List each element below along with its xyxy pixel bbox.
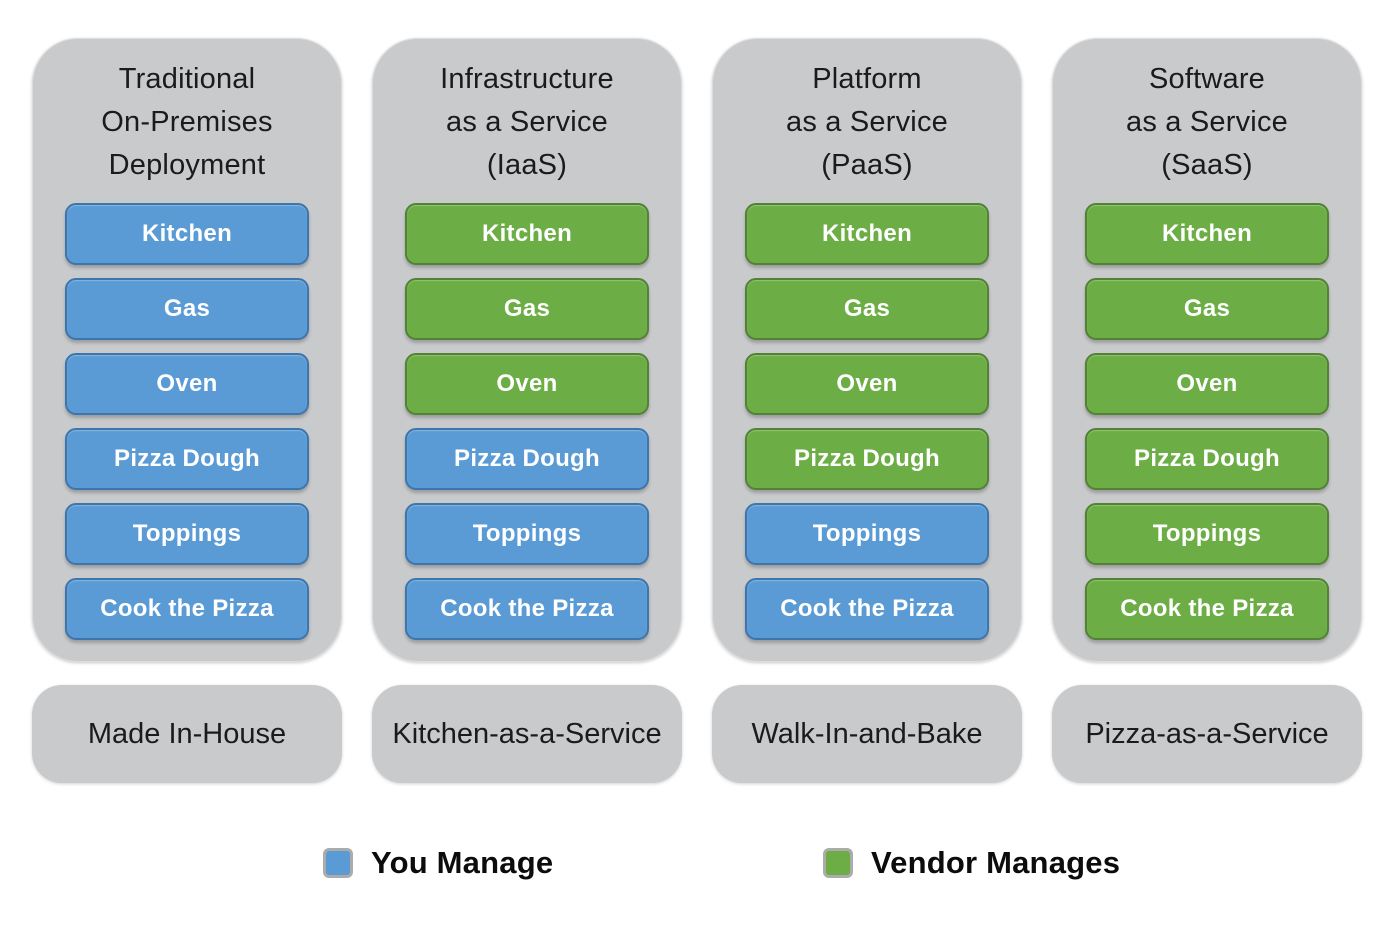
footer-walk-in-and-bake: Walk-In-and-Bake bbox=[712, 685, 1022, 783]
legend-you-manage: You Manage bbox=[323, 845, 553, 881]
column-saas: Software as a Service (SaaS) Kitchen Gas… bbox=[1052, 38, 1362, 783]
item-gas: Gas bbox=[1085, 278, 1329, 340]
item-oven: Oven bbox=[1085, 353, 1329, 415]
item-kitchen: Kitchen bbox=[1085, 203, 1329, 265]
item-cook-the-pizza: Cook the Pizza bbox=[1085, 578, 1329, 640]
item-pizza-dough: Pizza Dough bbox=[745, 428, 989, 490]
legend-vendor-manages: Vendor Manages bbox=[823, 845, 1120, 881]
you-manage-color-swatch bbox=[323, 848, 353, 878]
vendor-manages-color-swatch bbox=[823, 848, 853, 878]
item-pizza-dough: Pizza Dough bbox=[405, 428, 649, 490]
item-pizza-dough: Pizza Dough bbox=[65, 428, 309, 490]
panel-paas: Platform as a Service (PaaS) Kitchen Gas… bbox=[712, 38, 1022, 662]
pizza-as-a-service-diagram: Traditional On-Premises Deployment Kitch… bbox=[32, 38, 1362, 783]
panel-iaas: Infrastructure as a Service (IaaS) Kitch… bbox=[372, 38, 682, 662]
footer-pizza-as-a-service: Pizza-as-a-Service bbox=[1052, 685, 1362, 783]
item-cook-the-pizza: Cook the Pizza bbox=[65, 578, 309, 640]
item-kitchen: Kitchen bbox=[745, 203, 989, 265]
item-cook-the-pizza: Cook the Pizza bbox=[745, 578, 989, 640]
footer-made-in-house: Made In-House bbox=[32, 685, 342, 783]
panel-traditional-on-premises: Traditional On-Premises Deployment Kitch… bbox=[32, 38, 342, 662]
panel-saas: Software as a Service (SaaS) Kitchen Gas… bbox=[1052, 38, 1362, 662]
item-toppings: Toppings bbox=[405, 503, 649, 565]
item-oven: Oven bbox=[745, 353, 989, 415]
item-kitchen: Kitchen bbox=[405, 203, 649, 265]
item-toppings: Toppings bbox=[1085, 503, 1329, 565]
item-gas: Gas bbox=[405, 278, 649, 340]
item-gas: Gas bbox=[65, 278, 309, 340]
column-traditional-on-premises: Traditional On-Premises Deployment Kitch… bbox=[32, 38, 342, 783]
item-cook-the-pizza: Cook the Pizza bbox=[405, 578, 649, 640]
item-oven: Oven bbox=[405, 353, 649, 415]
item-oven: Oven bbox=[65, 353, 309, 415]
footer-kitchen-as-a-service: Kitchen-as-a-Service bbox=[372, 685, 682, 783]
item-pizza-dough: Pizza Dough bbox=[1085, 428, 1329, 490]
column-title: Software as a Service (SaaS) bbox=[1126, 63, 1288, 181]
column-title: Traditional On-Premises Deployment bbox=[101, 63, 273, 181]
column-iaas: Infrastructure as a Service (IaaS) Kitch… bbox=[372, 38, 682, 783]
column-paas: Platform as a Service (PaaS) Kitchen Gas… bbox=[712, 38, 1022, 783]
column-title: Platform as a Service (PaaS) bbox=[786, 63, 948, 181]
legend: You Manage Vendor Manages bbox=[0, 845, 1378, 905]
item-toppings: Toppings bbox=[745, 503, 989, 565]
item-gas: Gas bbox=[745, 278, 989, 340]
legend-you-manage-label: You Manage bbox=[371, 845, 554, 880]
legend-vendor-manages-label: Vendor Manages bbox=[871, 845, 1121, 880]
item-toppings: Toppings bbox=[65, 503, 309, 565]
column-title: Infrastructure as a Service (IaaS) bbox=[440, 63, 614, 181]
item-kitchen: Kitchen bbox=[65, 203, 309, 265]
